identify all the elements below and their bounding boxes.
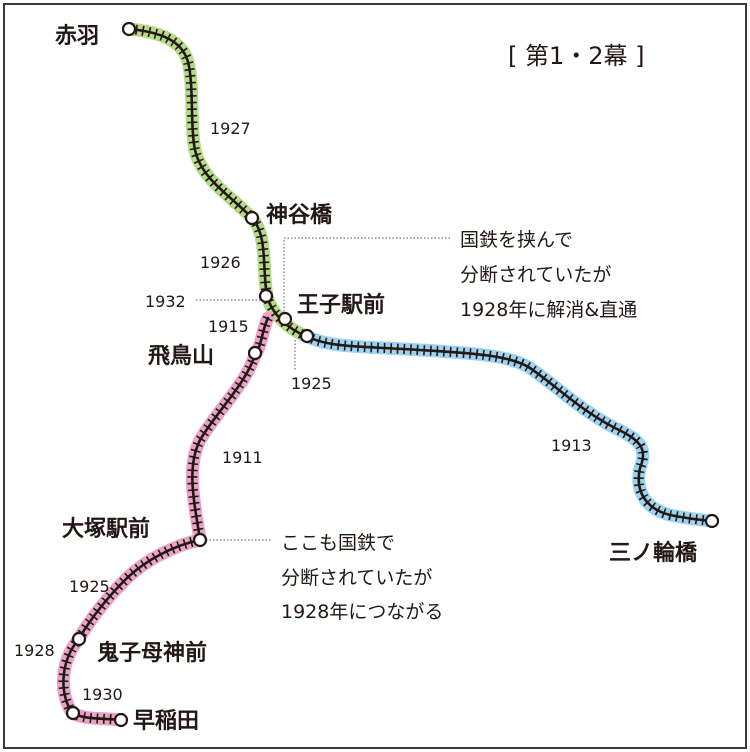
year-label-1930: 1930 xyxy=(82,685,123,704)
pink-line-ties xyxy=(58,315,273,725)
map-title: [ 第1・2幕 ] xyxy=(508,42,645,70)
year-label-1932: 1932 xyxy=(145,292,186,311)
station-node-oji-blue[interactable] xyxy=(299,328,315,344)
station-node-oji-ekimae[interactable] xyxy=(277,311,293,327)
station-label-waseda[interactable]: 早稲田 xyxy=(133,709,199,734)
station-label-akabane[interactable]: 赤羽 xyxy=(55,24,99,49)
oji-note-line-1: 国鉄を挟んで xyxy=(460,229,573,251)
station-node-asukayama[interactable] xyxy=(247,345,263,361)
station-node-kamiyabashi[interactable] xyxy=(244,210,260,226)
year-label-1915: 1915 xyxy=(208,317,249,336)
station-node-waseda-junction[interactable] xyxy=(65,705,81,721)
map-frame xyxy=(3,3,747,749)
station-label-kishibojimmae[interactable]: 鬼子母神前 xyxy=(97,640,207,666)
year-label-1926: 1926 xyxy=(200,253,241,272)
otsuka-note-line-1: ここも国鉄で xyxy=(281,532,395,554)
station-label-asukayama[interactable]: 飛鳥山 xyxy=(148,343,214,369)
station-label-oji-ekimae[interactable]: 王子駅前 xyxy=(297,292,385,318)
year-label-1925-blue: 1925 xyxy=(291,374,332,393)
leader-oji-note xyxy=(283,237,450,315)
otsuka-note-line-3: 1928年につながる xyxy=(281,601,443,623)
blue-line-track xyxy=(304,334,714,523)
year-label-1928: 1928 xyxy=(14,641,55,660)
green-line-halo xyxy=(122,22,313,343)
otsuka-note-line-2: 分断されていたが xyxy=(281,567,432,589)
year-label-1925-pink: 1925 xyxy=(69,577,110,596)
year-label-1913: 1913 xyxy=(551,436,592,455)
year-label-1911: 1911 xyxy=(222,448,263,467)
station-node-waseda[interactable] xyxy=(113,712,129,728)
station-node-oji-1932[interactable] xyxy=(258,288,274,304)
oji-note-line-2: 分断されていたが xyxy=(460,264,611,286)
station-label-kamiyabashi[interactable]: 神谷橋 xyxy=(266,202,333,228)
station-label-otsuka-ekimae[interactable]: 大塚駅前 xyxy=(62,516,150,542)
station-label-minowabashi[interactable]: 三ノ輪橋 xyxy=(609,540,698,566)
station-node-kishibojimmae[interactable] xyxy=(71,631,87,647)
blue-line-ties xyxy=(303,331,713,526)
station-node-akabane[interactable] xyxy=(121,21,137,37)
station-node-minowabashi[interactable] xyxy=(704,513,720,529)
year-label-1927: 1927 xyxy=(210,119,251,138)
oji-note-line-3: 1928年に解消&直通 xyxy=(460,299,637,321)
station-node-otsuka-ekimae[interactable] xyxy=(192,532,208,548)
